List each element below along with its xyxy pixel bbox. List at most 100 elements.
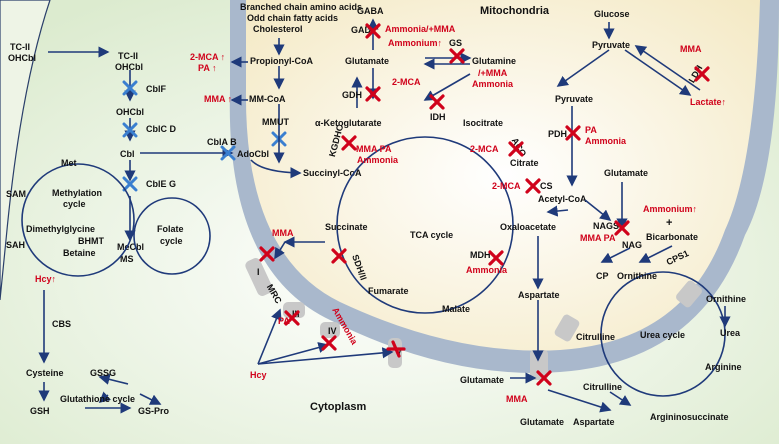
dimethylglycine-label: Dimethylglycine [26, 224, 95, 234]
complex-iv-block-icon [321, 335, 337, 351]
cblf-block-icon [122, 80, 138, 96]
complex-i-block-icon [259, 246, 275, 262]
aco-block-icon [508, 141, 524, 157]
plus-label: + [666, 217, 672, 229]
pyruvate-arrows [556, 22, 701, 187]
pdh-pa-label: PA [585, 125, 597, 135]
blue-x-marks [122, 80, 287, 192]
tc2-label: TC-II [118, 51, 138, 61]
complex-iv-block [320, 322, 340, 338]
isocitrate-label: Isocitrate [463, 118, 503, 128]
gsh-label: GSH [30, 406, 50, 416]
transsulfuration-arrows [38, 290, 162, 414]
ocfa-label: Odd chain fatty acids [247, 13, 338, 23]
glucose-label: Glucose [594, 9, 630, 19]
ammonium-urea-label: Ammonium↑ [643, 204, 697, 214]
mrc-mma-label: MMA [272, 228, 294, 238]
bhmt-label: BHMT [78, 236, 104, 246]
malate-label: Malate [442, 304, 470, 314]
citrulline-mito-label: Citrulline [576, 332, 615, 342]
succinate-label: Succinate [325, 222, 368, 232]
cblab-block-icon [220, 145, 236, 161]
mrc-hcy-label: Hcy [250, 370, 267, 380]
aspartate-mito-label: Aspartate [518, 290, 560, 300]
ammonium-up-label: Ammonium↑ [388, 38, 442, 48]
cytoplasm-label: Cytoplasm [310, 401, 366, 413]
arginine-label: Arginine [705, 362, 742, 372]
cp-label: CP [596, 271, 609, 281]
mca-up-label: 2-MCA ↑ [190, 52, 225, 62]
mitochondria-label: Mitochondria [480, 5, 550, 17]
mdh-block-icon [488, 250, 504, 266]
bcaa-label: Branched chain amino acids [240, 2, 362, 12]
lactate-up-label: Lactate↑ [690, 97, 726, 107]
cblf-label: CblF [146, 84, 166, 94]
methylation-cycle-ring [21, 163, 135, 277]
glutathione-cycle-label: Glutathione cycle [60, 394, 135, 404]
gs-pro-label: GS-Pro [138, 406, 170, 416]
nags-mma-pa-label: MMA PA [580, 233, 616, 243]
pa-up-label: PA ↑ [198, 63, 217, 73]
folate-cycle-ring [133, 197, 211, 275]
gdh-ammonia-label: Ammonia [472, 79, 514, 89]
mrc-pa-label: PA [278, 316, 290, 326]
ohcbl-input-label: OHCbl [8, 53, 36, 63]
nag-label: NAG [622, 240, 642, 250]
urea-arrows [546, 182, 731, 328]
ldh-block-icon [694, 66, 710, 82]
sam-label: SAM [6, 189, 26, 199]
mm-coa-label: MM-CoA [249, 94, 286, 104]
cblcd-label: CblC D [146, 124, 176, 134]
sah-label: SAH [6, 240, 25, 250]
mdh-ammonia-label: Ammonia [466, 265, 508, 275]
cbleg-label: CblE G [146, 179, 176, 189]
mmut-label: MMUT [262, 117, 289, 127]
propionyl-coa-label: Propionyl-CoA [250, 56, 313, 66]
complex-i-block [245, 258, 273, 296]
gad-label: GAD [351, 25, 372, 35]
citrulline-cyto-label: Citrulline [583, 382, 622, 392]
aspartate-cyto-label: Aspartate [573, 417, 615, 427]
tca-cycle-label: TCA cycle [410, 230, 453, 240]
aspartate-arrows [510, 236, 632, 413]
methylation-title-1: Methylation [52, 188, 102, 198]
kgdhc-block-icon [341, 135, 357, 151]
aco-mca-label: 2-MCA [470, 144, 499, 154]
ornithine-mito-label: Ornithine [617, 271, 657, 281]
bicarbonate-label: Bicarbonate [646, 232, 698, 242]
cs-label: CS [540, 181, 553, 191]
red-x-marks [259, 23, 710, 386]
cbl-label: Cbl [120, 149, 135, 159]
cholesterol-label: Cholesterol [253, 24, 303, 34]
pdh-ammonia-label: Ammonia [585, 136, 627, 146]
citrulline-carrier-block [554, 314, 580, 342]
pdh-label: PDH [548, 129, 567, 139]
gad-block-icon [365, 23, 381, 39]
cobalamin-arrows [48, 46, 302, 242]
tca-cycle-ring [336, 136, 514, 314]
folate-title-2: cycle [160, 236, 183, 246]
gs-label: GS [449, 38, 462, 48]
nags-block-icon [614, 220, 630, 236]
gssg-label: GSSG [90, 368, 116, 378]
akg-label: α-Ketoglutarate [315, 118, 382, 128]
fumarate-label: Fumarate [368, 286, 409, 296]
ornithine-carrier-block [676, 280, 702, 308]
mma-up-label: MMA ↑ [204, 94, 232, 104]
idh-label: IDH [430, 112, 446, 122]
glutamine-label: Glutamine [472, 56, 516, 66]
cblcd-block-icon [122, 122, 138, 138]
mrc-complex-iv-label: IV [328, 326, 337, 336]
sdh-block-icon [331, 248, 347, 264]
glutamate-cyto-label: Glutamate [520, 417, 564, 427]
hcy-up-label: Hcy↑ [35, 274, 56, 284]
ohcbl-label-2: OHCbl [116, 107, 144, 117]
ammonia-mma-label: Ammonia/+MMA [385, 24, 456, 34]
mdh-label: MDH [470, 250, 491, 260]
cell-edge [0, 0, 51, 301]
kgdhc-ammonia-label: Ammonia [357, 155, 399, 165]
mma-plus-label: /+MMA [478, 68, 508, 78]
cysteine-label: Cysteine [26, 368, 64, 378]
